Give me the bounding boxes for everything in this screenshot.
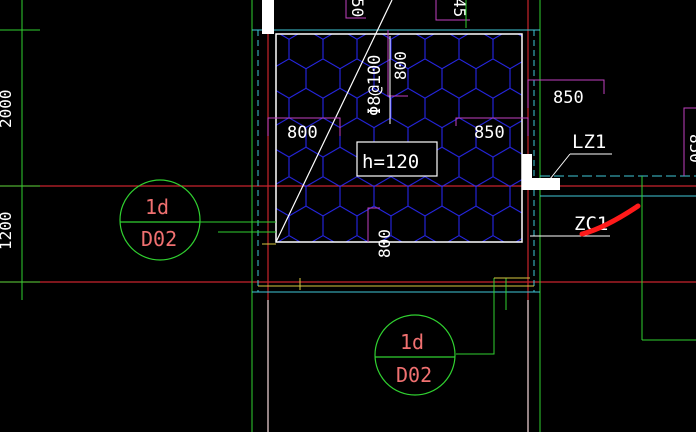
axis-left-lower-label: 1200 (0, 211, 15, 250)
slab-thickness-label: h=120 (362, 151, 419, 173)
dim-800-bottom-bracket (367, 207, 380, 242)
rebar-bracket-top (387, 30, 408, 97)
axis-left-upper-label: 2000 (0, 89, 15, 128)
dim-800-top-vertical: 800 (391, 51, 410, 80)
dim-800-bottom-line (367, 207, 380, 242)
detail-marker-bottom-leader (456, 278, 495, 355)
detail-marker-bottom-number: 1d (400, 330, 424, 354)
top-dim-label-right: 45 (450, 0, 469, 17)
slab-hatch (276, 34, 522, 242)
top-dimensions (345, 0, 470, 28)
top-dim-box-left (345, 0, 366, 19)
dim-850-inner-bracket (455, 117, 529, 136)
column-lz1-block (522, 154, 532, 190)
dim-800-left-line (267, 117, 341, 136)
dim-850-right-label: 850 (553, 88, 584, 108)
detail-marker-bottom[interactable]: 1d D02 (374, 278, 507, 396)
dim-800-bottom-vertical: 800 (375, 229, 394, 258)
slab-outline (275, 33, 523, 243)
dim-800-left-label: 800 (287, 123, 318, 143)
slab-thickness-box (356, 141, 438, 177)
dim-800-left-bracket (267, 117, 341, 136)
top-dim-box-right (435, 0, 470, 21)
dim-850-far-right-label: 850 (686, 134, 696, 163)
red-annotation-stroke (579, 203, 641, 237)
rebar-dimension-brackets (387, 30, 408, 124)
dim-850-inner-label: 850 (474, 123, 505, 143)
top-dim-label-left: 50 (348, 0, 367, 17)
slab-diagonal (275, 0, 393, 243)
small-ticks (262, 243, 530, 290)
detail-marker-left-sheet: D02 (141, 227, 177, 251)
detail-marker-left[interactable]: 1d D02 (119, 179, 276, 261)
detail-marker-left-number: 1d (145, 195, 169, 219)
detail-marker-left-circle (119, 179, 201, 261)
dim-850-right-bracket (527, 79, 605, 108)
column-lz1-label: LZ1 (572, 131, 606, 153)
left-dimension-guides (0, 0, 40, 300)
rebar-label: Φ8@100 (365, 55, 385, 116)
dim-850-inner-line (455, 117, 529, 136)
lz1-leader-diagonal (545, 153, 571, 185)
dim-850-right-line (527, 79, 605, 108)
column-top-left (262, 0, 274, 34)
slab-region[interactable] (275, 0, 523, 243)
detail-marker-bottom-sheet: D02 (396, 363, 432, 387)
detail-marker-bottom-circle (374, 314, 456, 396)
dim-850-far-right-bracket (683, 107, 696, 176)
dim-850-far-right-line (683, 107, 696, 176)
beam-outlines (251, 0, 696, 432)
